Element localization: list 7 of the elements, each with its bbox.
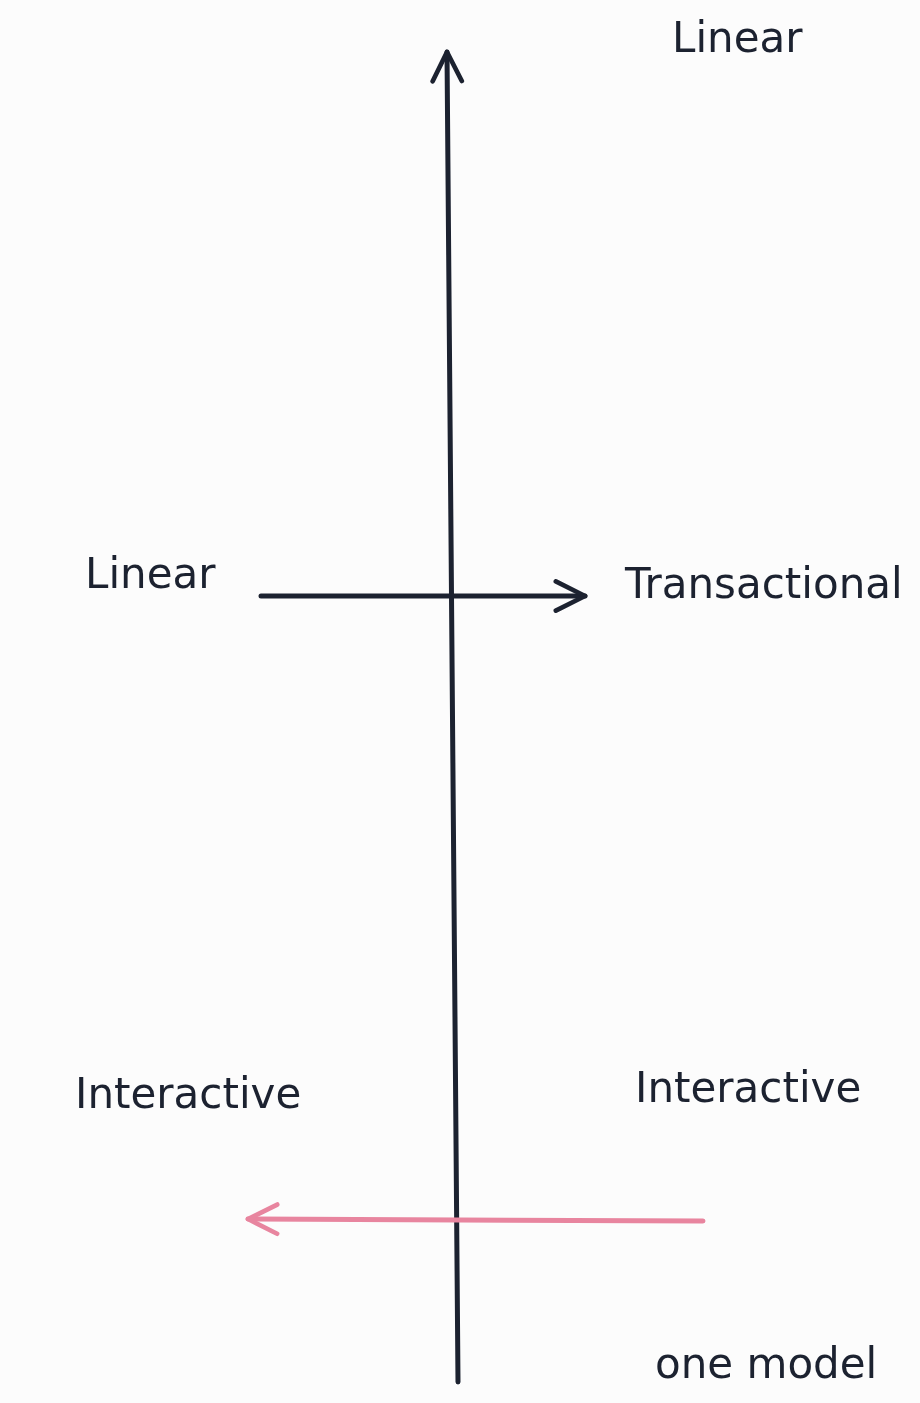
axis-label: one model [655,1338,878,1390]
axis-label: Interactive [75,1068,302,1120]
axis-label: Linear [85,548,216,600]
axis-label: Linear [672,12,803,64]
arrow [258,579,588,613]
axis-label: Transactional [625,558,903,610]
axis-label: Interactive [635,1062,862,1114]
